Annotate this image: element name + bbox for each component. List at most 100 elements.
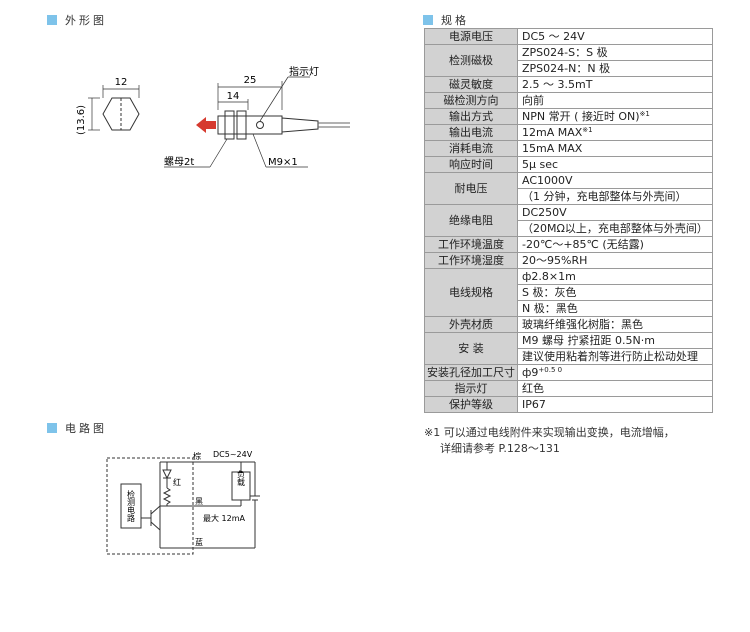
spec-key: 消耗电流: [424, 140, 518, 157]
spec-value: S 极：灰色: [517, 284, 713, 301]
load-label: 负载: [237, 469, 246, 487]
detect-circuit-box: [120, 483, 142, 529]
thread-callout: M9×1: [268, 157, 298, 168]
wire-brown-label: 棕: [193, 451, 201, 461]
spec-value-text: AC1000V: [522, 174, 573, 187]
spec-row: 保护等级 IP67: [424, 396, 713, 413]
circuit-diagram: 棕 DC5~24V 红 黑 最大 12mA 蓝 负载 检测电路: [106, 450, 260, 555]
led-icon: [162, 469, 172, 480]
spec-value: 5μ sec: [517, 156, 713, 173]
max-current-label: 最大 12mA: [203, 513, 246, 523]
supply-label: DC5~24V: [213, 450, 253, 459]
spec-row: 响应时间 5μ sec: [424, 156, 713, 173]
spec-value-text: 玻璃纤维强化树脂：黑色: [522, 318, 643, 331]
spec-key: 输出电流: [424, 124, 518, 141]
spec-key: 磁灵敏度: [424, 76, 518, 93]
spec-superscript: ※1: [639, 110, 650, 118]
footnote-line-1: ※1 可以通过电线附件来实现输出变换，电流增幅，: [424, 426, 675, 439]
spec-value: 15mA MAX: [517, 140, 713, 157]
spec-value-text: DC5 ～ 24V: [522, 30, 585, 43]
spec-value: （1 分钟，充电部整体与外壳间）: [517, 188, 713, 205]
spec-value-text: 20～95%RH: [522, 254, 588, 267]
spec-key: 安装孔径加工尺寸: [424, 364, 518, 381]
spec-row: 磁检测方向向前: [424, 92, 713, 109]
footnote-line-2: 详细请参考 P.128～131: [440, 442, 560, 455]
spec-value: -20℃～+85℃ (无结露): [517, 236, 713, 253]
spec-value-text: 5μ sec: [522, 158, 559, 171]
spec-key: 保护等级: [424, 396, 518, 413]
spec-key: 绝缘电阻: [424, 204, 518, 237]
nut-callout: 螺母2t: [164, 156, 194, 168]
spec-value: IP67: [517, 396, 713, 413]
detection-direction-arrow-icon: [196, 117, 216, 133]
spec-key: 检测磁极: [424, 44, 518, 77]
spec-key: 磁检测方向: [424, 92, 518, 109]
circuit-section-title: 电路图: [47, 420, 107, 436]
spec-title-text: 规格: [441, 14, 469, 27]
dim-body-label: 14: [227, 91, 240, 102]
spec-key: 响应时间: [424, 156, 518, 173]
spec-value-text: IP67: [522, 398, 546, 411]
spec-row: 工作环境温度 -20℃～+85℃ (无结露): [424, 236, 713, 253]
section-marker-icon: [423, 15, 433, 25]
sensor-side-view: [164, 76, 350, 168]
spec-value-text: ф9: [522, 366, 539, 379]
spec-value: DC250V: [517, 204, 713, 221]
spec-key: 安 装: [424, 332, 518, 365]
circuit-title-text: 电路图: [65, 422, 107, 435]
spec-row: 外壳材质玻璃纤维强化树脂：黑色: [424, 316, 713, 333]
spec-value-text: 2.5 ～ 3.5mT: [522, 78, 593, 91]
dim-total-label: 25: [244, 75, 257, 86]
spec-value: 建议使用粘着剂等进行防止松动处理: [517, 348, 713, 365]
spec-key: 工作环境温度: [424, 236, 518, 253]
outline-drawing: 12 (13.6) 25 14 指示灯 螺母2t M9×1: [76, 65, 350, 168]
spec-key: 指示灯: [424, 380, 518, 397]
spec-row: ZPS024-N：N 极: [425, 60, 713, 77]
spec-value-text: ZPS024-N：N 极: [522, 62, 611, 75]
spec-key: 电源电压: [424, 28, 518, 45]
spec-value: 2.5 ～ 3.5mT: [517, 76, 713, 93]
dim-height-label: (13.6): [76, 105, 87, 135]
section-marker-icon: [47, 423, 57, 433]
spec-value-text: 12mA MAX: [522, 126, 583, 139]
spec-value: AC1000V: [517, 172, 713, 189]
spec-superscript: +0.5 0: [538, 366, 563, 374]
detect-circuit-label: 检测电路: [127, 489, 136, 522]
spec-value: 12mA MAX※1: [517, 124, 713, 141]
spec-value-text: NPN 常开 ( 接近时 ON): [522, 110, 640, 123]
spec-value-text: （1 分钟，充电部整体与外壳间）: [522, 190, 687, 203]
resistor-icon: [162, 487, 172, 505]
spec-key: 外壳材质: [424, 316, 518, 333]
led-red-label: 红: [173, 477, 181, 487]
spec-value-text: -20℃～+85℃ (无结露): [522, 238, 644, 251]
dim-width-label: 12: [115, 77, 128, 88]
spec-value: 20～95%RH: [517, 252, 713, 269]
section-marker-icon: [47, 15, 57, 25]
indicator-callout: 指示灯: [289, 65, 319, 78]
spec-section-title: 规格: [423, 12, 469, 28]
hex-nut-front-view: [88, 85, 140, 131]
spec-row: （1 分钟，充电部整体与外壳间）: [425, 188, 713, 205]
sensor-boundary: [106, 457, 194, 555]
spec-value: M9 螺母 拧紧扭距 0.5N·m: [517, 332, 713, 349]
spec-value: NPN 常开 ( 接近时 ON)※1: [517, 108, 713, 125]
spec-value-text: S 极：灰色: [522, 286, 577, 299]
spec-value: ф9+0.5 0: [517, 364, 713, 381]
outline-title-text: 外形图: [65, 14, 107, 27]
wire-blue-label: 蓝: [195, 537, 203, 547]
spec-value: DC5 ～ 24V: [517, 28, 713, 45]
spec-key: 电线规格: [424, 268, 518, 317]
spec-key: 耐电压: [424, 172, 518, 205]
spec-row: 磁灵敏度 2.5 ～ 3.5mT: [424, 76, 713, 93]
spec-superscript: ※1: [582, 126, 593, 134]
spec-value: ZPS024-S：S 极: [517, 44, 713, 61]
spec-row: 电源电压 DC5 ～ 24V: [424, 28, 713, 45]
outline-section-title: 外形图: [47, 12, 107, 28]
